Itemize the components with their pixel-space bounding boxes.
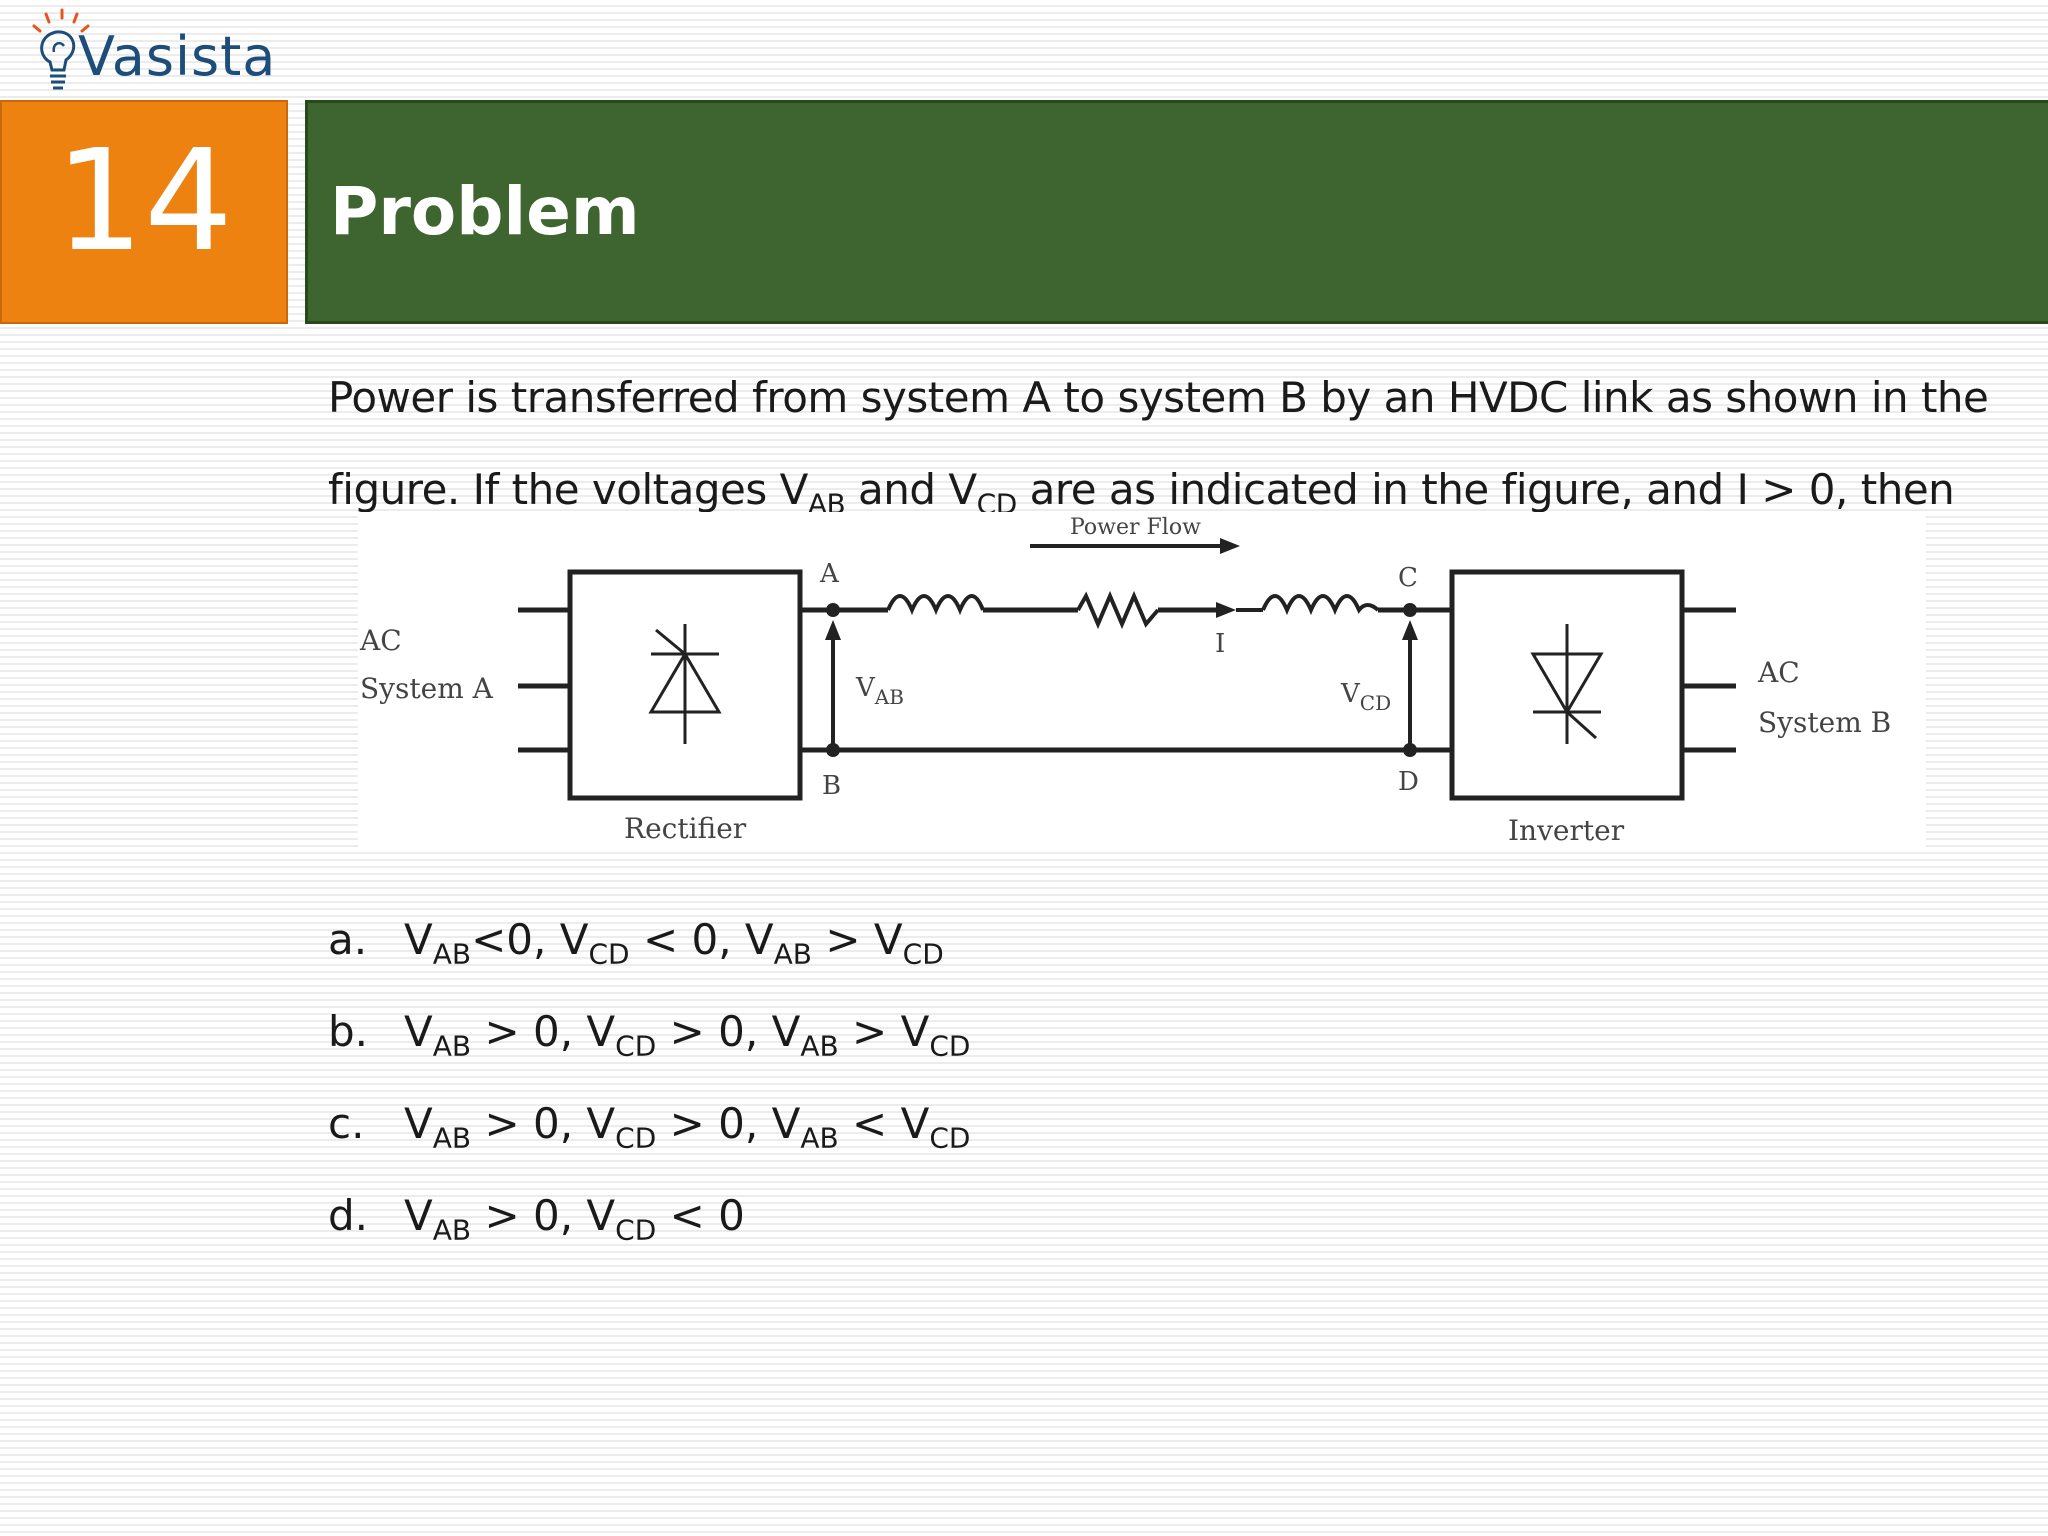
- resistor: [1076, 590, 1160, 630]
- thyristor-rectifier-icon: [648, 624, 722, 744]
- vcd-arrow: [1402, 620, 1418, 640]
- slide-number-box: 14: [0, 100, 288, 324]
- vab-arrow: [825, 620, 841, 640]
- vasista-logo: Vasista: [22, 4, 282, 96]
- node-a-label: A: [819, 559, 840, 589]
- node-b-dot: [826, 743, 840, 757]
- title-bar: Problem: [305, 100, 2048, 324]
- answer-options: a.VAB<0, VCD < 0, VAB > VCD b.VAB > 0, V…: [328, 900, 1528, 1268]
- current-arrow: [1216, 602, 1236, 618]
- ac-system-a-line1: AC: [359, 624, 402, 657]
- node-a-dot: [826, 603, 840, 617]
- node-d-label: D: [1398, 767, 1419, 797]
- rectifier-label: Rectifier: [624, 812, 747, 845]
- option-letter: a.: [328, 915, 368, 964]
- hvdc-link-figure: Power Flow A B C D I VAB VCD AC System A…: [358, 512, 1926, 852]
- option-letter: b.: [328, 1007, 369, 1056]
- option-c[interactable]: c.VAB > 0, VCD > 0, VAB < VCD: [328, 1084, 1528, 1176]
- vab-label: VAB: [855, 673, 904, 709]
- question-line-1: Power is transferred from system A to sy…: [328, 373, 1989, 422]
- lightbulb-icon: [32, 8, 90, 90]
- vcd-label: VCD: [1340, 679, 1391, 715]
- question-line-2: figure. If the voltages VAB and VCD are …: [328, 465, 1955, 521]
- ac-system-b-line1: AC: [1757, 656, 1800, 689]
- ac-system-b-line2: System B: [1758, 706, 1891, 739]
- node-d-dot: [1403, 743, 1417, 757]
- power-flow-label: Power Flow: [1070, 515, 1201, 540]
- node-b-label: B: [822, 771, 841, 801]
- option-a[interactable]: a.VAB<0, VCD < 0, VAB > VCD: [328, 900, 1528, 992]
- ac-system-a-line2: System A: [360, 672, 494, 705]
- option-letter: c.: [328, 1099, 365, 1148]
- question-text: Power is transferred from system A to sy…: [328, 352, 2028, 536]
- node-c-label: C: [1398, 563, 1418, 593]
- logo-text: Vasista: [78, 25, 277, 88]
- inverter-label: Inverter: [1508, 814, 1625, 847]
- current-label: I: [1215, 629, 1225, 659]
- power-flow-arrow: [1220, 538, 1240, 554]
- option-d[interactable]: d.VAB > 0, VCD < 0: [328, 1176, 1528, 1268]
- slide-title: Problem: [330, 173, 640, 250]
- slide-number: 14: [54, 120, 234, 283]
- option-b[interactable]: b.VAB > 0, VCD > 0, VAB > VCD: [328, 992, 1528, 1084]
- inductor-left: [886, 594, 985, 616]
- thyristor-inverter-icon: [1530, 624, 1604, 744]
- node-c-dot: [1403, 603, 1417, 617]
- inductor-right: [1261, 594, 1380, 616]
- option-letter: d.: [328, 1191, 369, 1240]
